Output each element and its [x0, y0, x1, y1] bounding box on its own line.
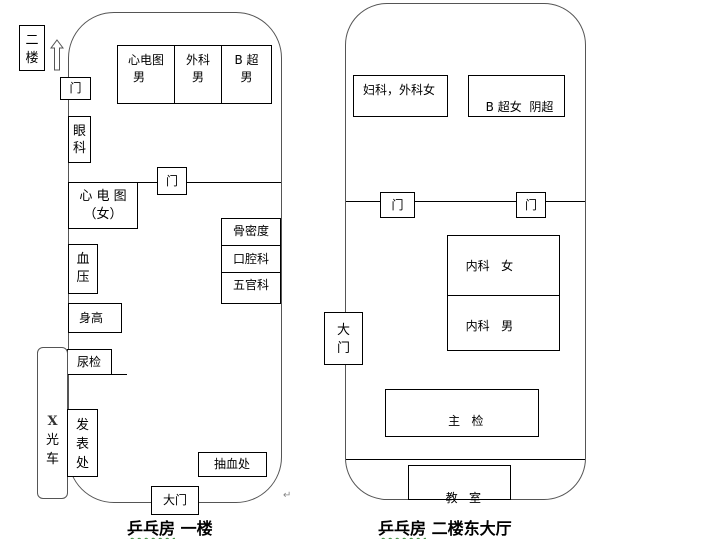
up-arrow-icon [50, 39, 64, 71]
room-ecg-female-line1: 心 电 图 [79, 189, 127, 204]
room-blood-draw: 抽血处 [198, 452, 267, 477]
room-surgery-male-line1: 外科 [185, 53, 210, 67]
room-bultrasound-male-line2: 男 [240, 70, 253, 84]
door-left[interactable]: 门 [380, 192, 415, 218]
floor1-divider-wall [137, 182, 281, 183]
door-left-label: 门 [391, 198, 404, 212]
door-top-left-label: 门 [69, 81, 82, 95]
floor2-caption: 乒乓房 二楼东大厅 [378, 515, 512, 539]
floor1-main-entrance-label: 大门 [162, 493, 187, 507]
room-gyn-surgery-female-label: 妇科，外科女 [363, 83, 436, 97]
room-ecg-female: 心 电 图 （女） [68, 182, 138, 229]
floor2-main-entrance[interactable]: 大 门 [324, 312, 363, 365]
xray-truck-char-3: 车 [45, 452, 59, 467]
urine-test-wall [111, 374, 127, 375]
room-ophthalmology-char-1: 眼 [72, 124, 86, 139]
room-blood-pressure-char-1: 血 [76, 252, 90, 267]
room-bultrasound-male: B 超 男 [221, 45, 272, 104]
floor1-caption-floor: 一楼 [175, 519, 213, 538]
door-top-left[interactable]: 门 [60, 77, 91, 100]
floor2-main-entrance-char-1: 大 [336, 323, 350, 338]
room-dental-label: 口腔科 [232, 252, 269, 266]
stairs-label: 二 楼 [19, 25, 45, 71]
room-surgery-male: 外科 男 [174, 45, 222, 104]
room-bultrasound-male-line1: B 超 [234, 53, 259, 67]
room-ophthalmology-char-2: 科 [72, 141, 86, 156]
door-right[interactable]: 门 [516, 192, 546, 218]
paragraph-mark: ↵ [283, 490, 292, 501]
room-ecg-female-line2: （女） [83, 207, 123, 222]
room-classroom: 教 室 [408, 465, 511, 505]
xray-truck: X 光 车 [37, 347, 68, 499]
room-ent: 五官科 [221, 272, 281, 304]
room-gyn-surgery-female: 妇科，外科女 [353, 75, 448, 117]
room-classroom-label: 教 室 [445, 491, 482, 505]
room-form-dispatch: 发 表 处 [67, 409, 98, 477]
room-blood-draw-label: 抽血处 [214, 457, 251, 471]
floor1-main-entrance[interactable]: 大门 [151, 486, 199, 515]
room-form-dispatch-char-1: 发 [75, 418, 89, 433]
floor2-divider-wall [346, 201, 585, 202]
room-main-exam: 主 检 [385, 389, 539, 437]
room-bone-density-label: 骨密度 [232, 224, 269, 238]
door-right-label: 门 [524, 198, 537, 212]
room-height-label: 身高 [79, 311, 104, 325]
room-ecg-male: 心电图 男 [117, 45, 175, 104]
room-form-dispatch-char-3: 处 [75, 456, 89, 471]
room-height: 身高 [68, 303, 122, 333]
stairs-char-2: 楼 [25, 51, 39, 66]
room-dental: 口腔科 [221, 245, 281, 273]
door-middle[interactable]: 门 [157, 167, 187, 195]
room-blood-pressure-char-2: 压 [76, 270, 90, 285]
floor1-caption-venue: 乒乓房 [127, 519, 176, 538]
xray-truck-char-2: 光 [45, 433, 59, 448]
room-surgery-male-line2: 男 [191, 70, 204, 84]
room-ent-label: 五官科 [232, 278, 269, 292]
floor2-bottom-wall [346, 459, 585, 460]
room-main-exam-label: 主 检 [448, 414, 484, 428]
room-ecg-male-line1: 心电图 [127, 53, 164, 67]
room-ophthalmology: 眼 科 [68, 116, 91, 163]
floor2-caption-venue: 乒乓房 [378, 519, 427, 538]
floor1-caption: 乒乓房 一楼 [127, 515, 213, 539]
floor2-main-entrance-char-2: 门 [336, 341, 350, 356]
room-form-dispatch-char-2: 表 [75, 437, 89, 452]
room-bultrasound-female-label: B 超女 阴超 [485, 100, 554, 114]
xray-truck-char-1: X [47, 414, 58, 429]
room-bone-density: 骨密度 [221, 218, 281, 246]
room-internal-female-label: 内科 女 [465, 259, 514, 273]
room-urine-test-label: 尿检 [77, 355, 102, 369]
room-internal-female: 内科 女 [447, 235, 560, 296]
room-urine-test: 尿检 [67, 349, 112, 375]
room-ecg-male-line2: 男 [132, 70, 145, 84]
floor2-caption-floor: 二楼东大厅 [426, 519, 512, 538]
room-bultrasound-female: B 超女 阴超 [468, 75, 565, 117]
room-internal-male: 内科 男 [447, 295, 560, 351]
stairs-char-1: 二 [25, 33, 39, 48]
room-blood-pressure: 血 压 [68, 244, 98, 294]
room-internal-male-label: 内科 男 [465, 319, 514, 333]
door-middle-label: 门 [165, 174, 178, 188]
